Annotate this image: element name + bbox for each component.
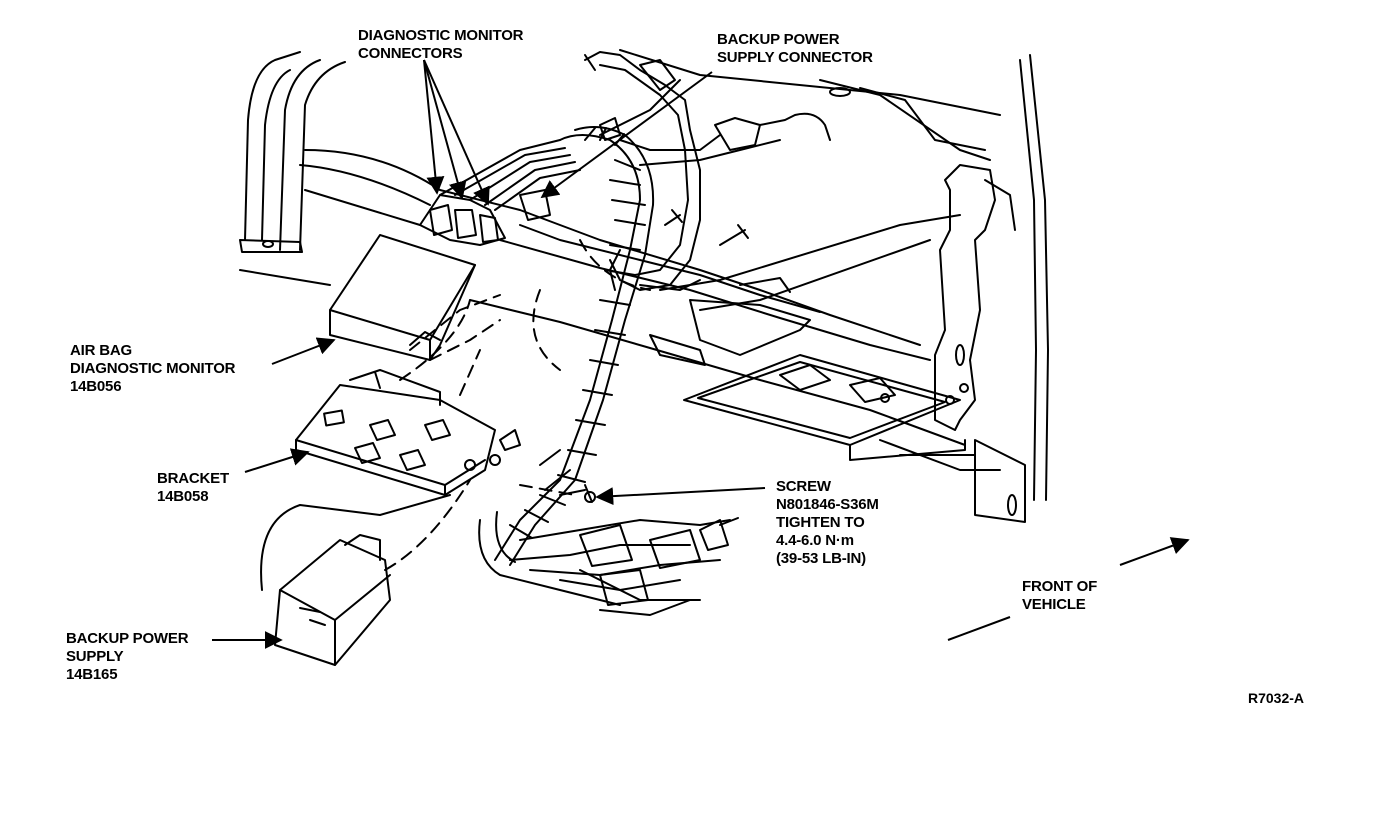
airbag-diagnostic-monitor-label: AIR BAG DIAGNOSTIC MONITOR 14B056	[70, 342, 236, 395]
front-arrow-icon	[948, 537, 1190, 640]
bracket	[296, 370, 520, 495]
leader-arrow-icon	[424, 60, 490, 206]
figure-code: R7032-A	[1248, 690, 1305, 706]
floor-panel	[240, 50, 1000, 470]
backup-power-supply-connector-label: BACKUP POWER SUPPLY CONNECTOR	[717, 31, 873, 66]
screws	[560, 210, 748, 502]
leader-arrow-icon	[424, 60, 467, 200]
leader-arrow-icon	[245, 448, 310, 472]
leader-arrow-icon	[595, 488, 765, 506]
diagnostic-monitor-connectors-label: DIAGNOSTIC MONITOR CONNECTORS	[358, 27, 524, 62]
install-path-dashed	[400, 240, 650, 495]
leader-arrow-icon	[272, 337, 336, 364]
airbag-diagnostic-monitor	[330, 235, 475, 360]
right-door-pillar	[935, 55, 1048, 522]
wire-harness-conduit	[479, 127, 738, 615]
backup-power-supply-label: BACKUP POWER SUPPLY 14B165	[66, 630, 189, 683]
front-of-vehicle-label: FRONT OF VEHICLE	[1022, 578, 1098, 613]
leader-arrows	[212, 60, 765, 649]
left-pillar	[240, 52, 345, 252]
bracket-label: BRACKET 14B058	[157, 470, 229, 505]
leader-arrow-icon	[424, 60, 445, 195]
screw-spec-label: SCREW N801846-S36M TIGHTEN TO 4.4-6.0 N·…	[776, 478, 879, 567]
backup-power-supply-connector	[585, 52, 830, 290]
backup-power-supply	[261, 480, 470, 665]
leader-arrow-icon	[540, 72, 712, 199]
